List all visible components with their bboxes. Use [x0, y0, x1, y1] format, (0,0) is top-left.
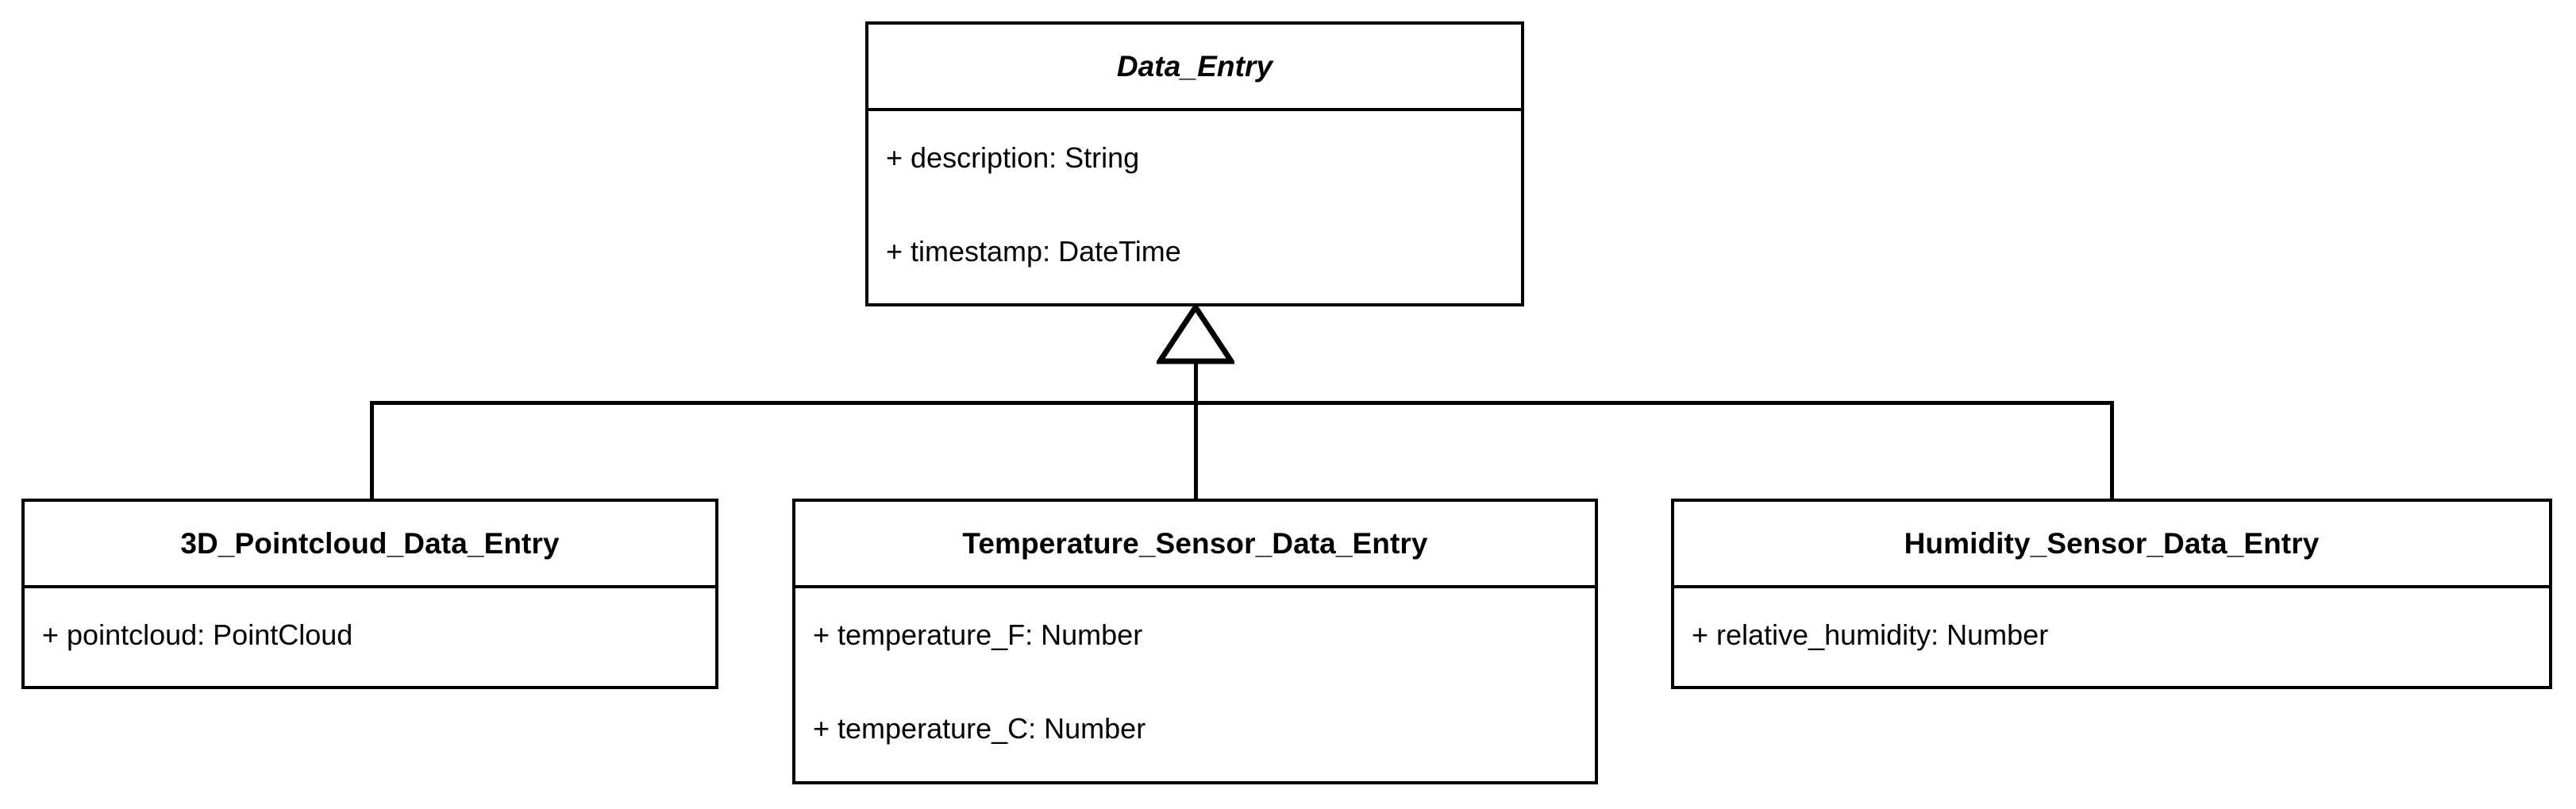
generalization-triangle-icon	[1157, 305, 1234, 364]
class-box-temperature-sensor-data-entry[interactable]: Temperature_Sensor_Data_Entry + temperat…	[792, 499, 1598, 784]
connector-drop-humidity	[2110, 401, 2114, 500]
connector-stem-vertical	[1194, 361, 1198, 500]
attribute-row: + relative_humidity: Number	[1692, 618, 2049, 651]
attributes-compartment-temperature-sensor: + temperature_F: Number + temperature_C:…	[795, 588, 1595, 776]
attributes-compartment-data-entry: + description: String + timestamp: DateT…	[868, 111, 1521, 299]
attribute-row: + temperature_C: Number	[813, 712, 1146, 745]
attributes-compartment-humidity-sensor: + relative_humidity: Number	[1674, 588, 2549, 682]
class-box-3d-pointcloud-data-entry[interactable]: 3D_Pointcloud_Data_Entry + pointcloud: P…	[21, 499, 718, 689]
attribute-row: + pointcloud: PointCloud	[42, 618, 353, 651]
attribute-row: + timestamp: DateTime	[886, 235, 1181, 268]
class-name-data-entry: Data_Entry	[868, 25, 1521, 111]
class-name-temperature-sensor-data-entry: Temperature_Sensor_Data_Entry	[795, 502, 1595, 588]
class-box-data-entry[interactable]: Data_Entry + description: String + times…	[865, 21, 1524, 306]
attributes-compartment-3d-pointcloud: + pointcloud: PointCloud	[25, 588, 715, 682]
attribute-row: + description: String	[886, 141, 1140, 174]
class-name-humidity-sensor-data-entry: Humidity_Sensor_Data_Entry	[1674, 502, 2549, 588]
connector-drop-pointcloud	[370, 401, 374, 500]
attribute-row: + temperature_F: Number	[813, 618, 1143, 651]
class-name-3d-pointcloud-data-entry: 3D_Pointcloud_Data_Entry	[25, 502, 715, 588]
class-box-humidity-sensor-data-entry[interactable]: Humidity_Sensor_Data_Entry + relative_hu…	[1671, 499, 2552, 689]
connector-horizontal-bus	[370, 401, 2114, 405]
